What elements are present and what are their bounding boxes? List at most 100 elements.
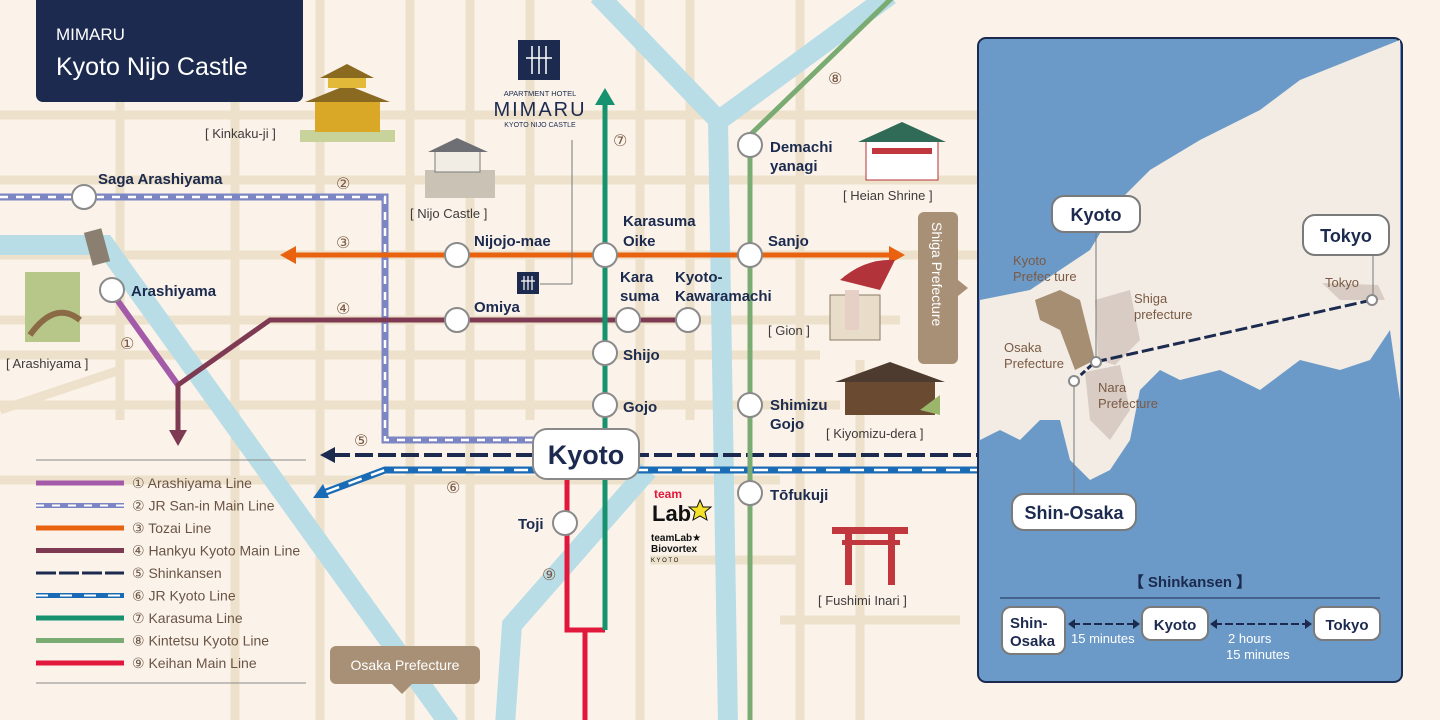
kintetsu-line — [747, 0, 894, 720]
station-label: Kyoto- — [675, 269, 723, 286]
station-shimizu-gojo[interactable] — [737, 392, 763, 418]
heian-shrine-illustration — [858, 122, 946, 181]
inset-kyoto-prefecture — [1035, 290, 1095, 370]
line-number-6: ⑥ — [446, 480, 460, 497]
line-number-2: ② — [336, 176, 350, 193]
keihan-line — [564, 470, 605, 720]
travel-time-shin-osaka-kyoto: 15 minutes — [1071, 631, 1135, 646]
teamlab-logo-lab: Lab — [652, 501, 691, 526]
legend-label: ⑤ Shinkansen — [132, 565, 222, 581]
legend-item: ② JR San-in Main Line — [36, 498, 275, 514]
station-omiya[interactable] — [444, 307, 470, 333]
inset-kyoto-pref-label: Kyoto — [1013, 253, 1046, 268]
label-arashiyama: [ Arashiyama ] — [6, 356, 88, 371]
station-karasuma[interactable] — [615, 307, 641, 333]
station-label: Tōfukuji — [770, 487, 828, 504]
line-number-4: ④ — [336, 301, 350, 318]
line-numbers: ① ② ③ ④ ⑤ ⑥ ⑦ ⑧ ⑨ — [120, 71, 842, 584]
line-number-7: ⑦ — [613, 133, 627, 150]
teamlab-biovortex: Biovortex — [651, 544, 698, 555]
line-number-1: ① — [120, 336, 134, 353]
legend-item: ① Arashiyama Line — [36, 475, 252, 491]
shinkansen-kyoto-label: Kyoto — [1154, 617, 1197, 634]
hotel-line3: KYOTO NIJO CASTLE — [504, 122, 576, 129]
station-toji[interactable] — [552, 510, 578, 536]
label-fushimi-inari: [ Fushimi Inari ] — [818, 593, 907, 608]
inset-nara-label: Prefecture — [1098, 396, 1158, 411]
station-label: Arashiyama — [131, 283, 217, 300]
station-demachiyanagi[interactable] — [737, 132, 763, 158]
legend-item: ⑥ JR Kyoto Line — [36, 588, 236, 604]
inset-kyoto-bubble — [1051, 195, 1141, 233]
legend-label: ① Arashiyama Line — [132, 475, 252, 491]
inset-shin-osaka-bubble — [1011, 493, 1137, 531]
station-kyoto[interactable] — [532, 428, 640, 480]
gion-illustration — [829, 259, 895, 341]
teamlab-logo: team Lab teamLab★ Biovortex K Y O T O — [651, 487, 713, 564]
shinkansen-shin-osaka-box — [1001, 606, 1066, 655]
shinkansen-kyoto-box — [1141, 606, 1209, 641]
station-saga-arashiyama[interactable] — [71, 184, 97, 210]
station-label: Omiya — [474, 299, 521, 316]
inset-shiga-label: Shiga — [1134, 291, 1168, 306]
label-gion: [ Gion ] — [768, 323, 810, 338]
legend-item: ⑤ Shinkansen — [36, 565, 222, 581]
station-label: yanagi — [770, 158, 818, 175]
station-arashiyama[interactable] — [99, 277, 125, 303]
shinkansen-tokyo-box — [1313, 606, 1381, 641]
hotel-title-box: MIMARU Kyoto Nijo Castle — [36, 0, 303, 102]
label-heian-shrine: [ Heian Shrine ] — [843, 188, 933, 203]
label-nijo-castle: [ Nijo Castle ] — [410, 206, 487, 221]
travel-time-kyoto-tokyo: 15 minutes — [1226, 647, 1290, 662]
inset-land — [980, 40, 1400, 480]
inset-tokyo-point — [1366, 294, 1378, 306]
station-sanjo[interactable] — [737, 242, 763, 268]
shinkansen-arrow — [320, 447, 335, 463]
hankyu-line — [175, 317, 690, 432]
station-karasuma-oike[interactable] — [592, 242, 618, 268]
station-label: Sanjo — [768, 233, 809, 250]
inset-shin-osaka-label: Shin-Osaka — [1024, 503, 1124, 523]
title-large: Kyoto Nijo Castle — [56, 53, 248, 81]
nijo-castle-illustration — [425, 138, 495, 198]
legend-item: ⑨ Keihan Main Line — [36, 655, 257, 671]
station-label: Demachi — [770, 139, 833, 156]
landmarks: [ Kinkaku-ji ] [ Nijo Castle ] [ Heian S… — [6, 64, 946, 608]
station-shijo[interactable] — [592, 340, 618, 366]
inset-osaka-label: Osaka — [1004, 340, 1042, 355]
stations: Saga Arashiyama Arashiyama Nijojo-mae Ka… — [71, 132, 833, 536]
station-label: Toji — [518, 516, 544, 533]
inset-kyoto-point — [1090, 356, 1102, 368]
station-nijojo-mae[interactable] — [444, 242, 470, 268]
hotel-logo: APARTMENT HOTEL MIMARU KYOTO NIJO CASTLE — [493, 40, 586, 294]
inset-map: Kyoto Prefec ture Shiga prefecture Osaka… — [977, 37, 1403, 683]
station-tofukuji[interactable] — [737, 480, 763, 506]
inset-nara-label: Nara — [1098, 380, 1127, 395]
teamlab-star-icon — [687, 498, 713, 522]
station-label: Kara — [620, 269, 654, 286]
teamlab-name: teamLab★ — [651, 533, 701, 544]
inset-shiga-prefecture — [1095, 290, 1140, 365]
legend-item: ④ Hankyu Kyoto Main Line — [36, 543, 300, 559]
shinkansen-shin-osaka-label: Osaka — [1010, 633, 1056, 650]
station-gojo[interactable] — [592, 392, 618, 418]
station-label: Oike — [623, 233, 656, 250]
station-kyoto-label: Kyoto — [548, 440, 625, 470]
inset-tokyo-pref-label: Tokyo — [1325, 275, 1359, 290]
station-kyoto-kawaramachi[interactable] — [675, 307, 701, 333]
label-kiyomizu-dera: [ Kiyomizu-dera ] — [826, 426, 924, 441]
jr-kyoto-arrow — [313, 484, 329, 498]
legend-item: ⑦ Karasuma Line — [36, 610, 243, 626]
travel-time-kyoto-tokyo: 2 hours — [1228, 631, 1272, 646]
station-label: Saga Arashiyama — [98, 171, 223, 188]
line-number-5: ⑤ — [354, 433, 368, 450]
hotel-line1: APARTMENT HOTEL — [504, 89, 577, 98]
shinkansen-title: 【 Shinkansen 】 — [1129, 573, 1252, 591]
legend-item: ⑧ Kintetsu Kyoto Line — [36, 633, 269, 649]
title-small: MIMARU — [56, 25, 125, 44]
hotel-name: MIMARU — [493, 99, 586, 121]
fushimi-inari-illustration — [832, 527, 908, 585]
teamlab-logo-team: team — [654, 487, 682, 501]
station-label: Nijojo-mae — [474, 233, 551, 250]
